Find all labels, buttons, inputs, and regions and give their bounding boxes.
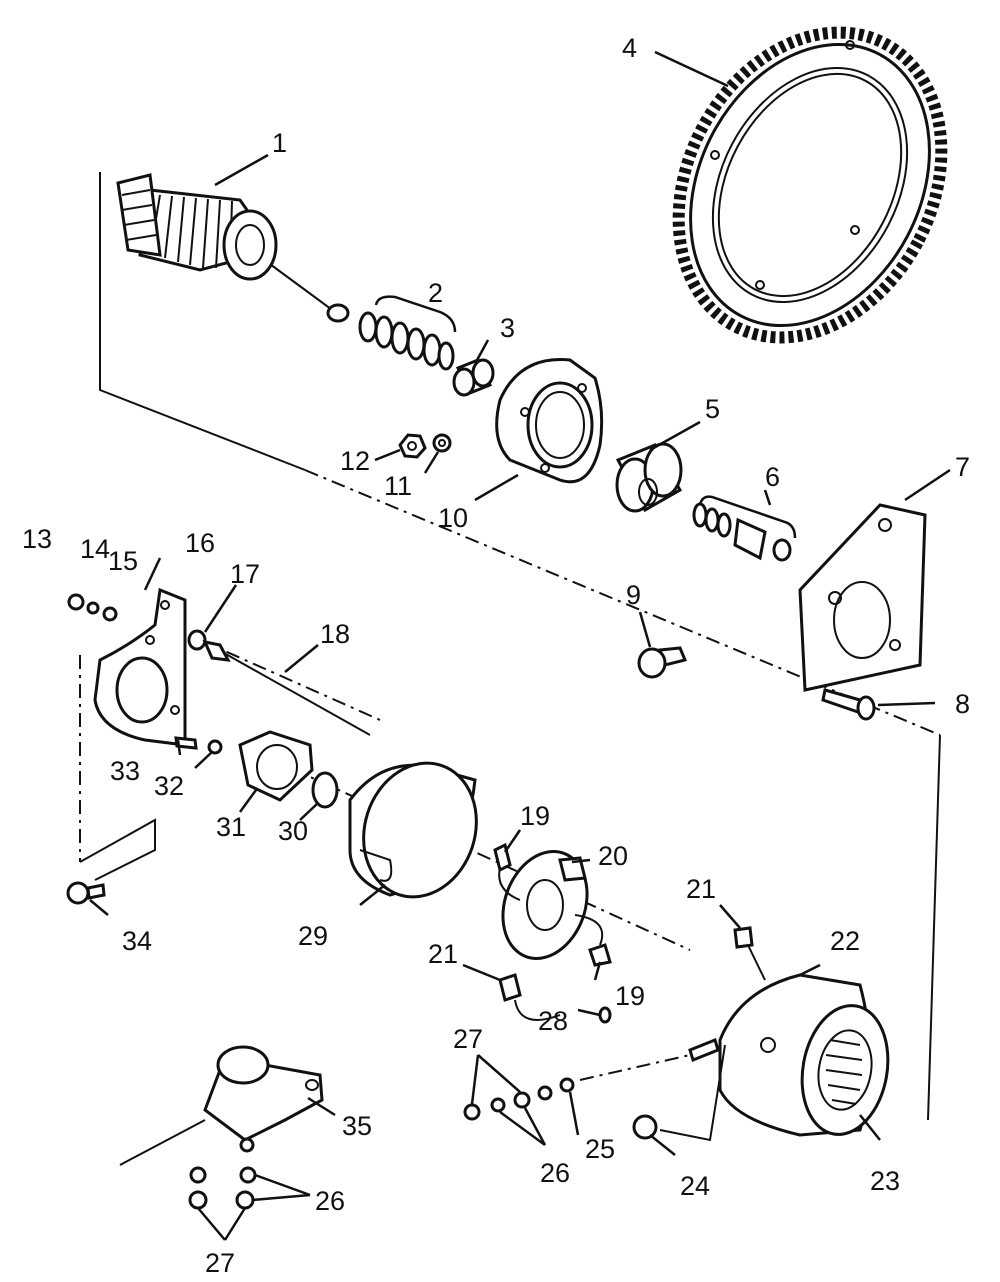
callout-33: 33 [110, 756, 140, 786]
callout-8: 8 [955, 689, 970, 719]
callout-27-right: 27 [453, 1024, 483, 1054]
callout-1: 1 [272, 128, 287, 158]
callout-12: 12 [340, 446, 370, 476]
callout-labels: 1 2 3 4 5 6 7 8 9 10 11 12 13 14 15 16 1… [22, 33, 970, 1278]
callout-29: 29 [298, 921, 328, 951]
callout-19-upper: 19 [520, 801, 550, 831]
callout-19-lower: 19 [615, 981, 645, 1011]
callout-30: 30 [278, 816, 308, 846]
terminal-lead [733, 926, 766, 981]
callout-35: 35 [342, 1111, 372, 1141]
spring-set [358, 295, 457, 371]
callout-9: 9 [626, 580, 641, 610]
collar [452, 358, 495, 397]
screw [637, 646, 688, 679]
callout-21-right: 21 [686, 874, 716, 904]
washer-and-nut [398, 433, 452, 459]
callout-32: 32 [154, 771, 184, 801]
callout-27-left: 27 [205, 1248, 235, 1278]
callout-28: 28 [538, 1006, 568, 1036]
brush-plate [493, 842, 612, 1024]
callout-6: 6 [765, 462, 780, 492]
callout-14: 14 [80, 534, 110, 564]
spring-retainer [692, 495, 797, 562]
end-housing [688, 973, 890, 1137]
callout-13: 13 [22, 524, 52, 554]
callout-10: 10 [438, 503, 468, 533]
callout-17: 17 [230, 559, 260, 589]
ring-gear [672, 26, 948, 344]
callout-16: 16 [185, 528, 215, 558]
callout-3: 3 [500, 313, 515, 343]
callout-31: 31 [216, 812, 246, 842]
callout-34: 34 [122, 926, 152, 956]
alignment-lines [79, 172, 941, 1121]
callout-26-left: 26 [315, 1186, 345, 1216]
callout-26-right: 26 [540, 1158, 570, 1188]
callout-25: 25 [585, 1134, 615, 1164]
callout-leaders [89, 50, 951, 1241]
armature [116, 173, 350, 323]
callout-18: 18 [320, 619, 350, 649]
callout-21-left: 21 [428, 939, 458, 969]
mounting-bracket [798, 503, 927, 692]
end-bracket [93, 587, 187, 747]
callout-20: 20 [598, 841, 628, 871]
terminal-hardware [463, 1044, 726, 1142]
callout-7: 7 [955, 452, 970, 482]
callout-22: 22 [830, 926, 860, 956]
washer-17 [187, 629, 207, 651]
callout-2: 2 [428, 278, 443, 308]
drive-housing [495, 358, 604, 484]
callout-15: 15 [108, 546, 138, 576]
pinion-drive [615, 442, 683, 513]
bolt [821, 688, 876, 721]
callout-11: 11 [384, 471, 412, 501]
screw-34 [66, 881, 106, 905]
motor-can [348, 761, 478, 899]
solenoid [119, 1045, 324, 1210]
small-hardware-top-left [67, 593, 118, 622]
callout-4: 4 [622, 33, 637, 63]
callout-23: 23 [870, 1166, 900, 1196]
bearing-housing-parts [174, 730, 339, 809]
through-bolt [202, 639, 371, 736]
callout-24: 24 [680, 1171, 710, 1201]
callout-5: 5 [705, 394, 720, 424]
